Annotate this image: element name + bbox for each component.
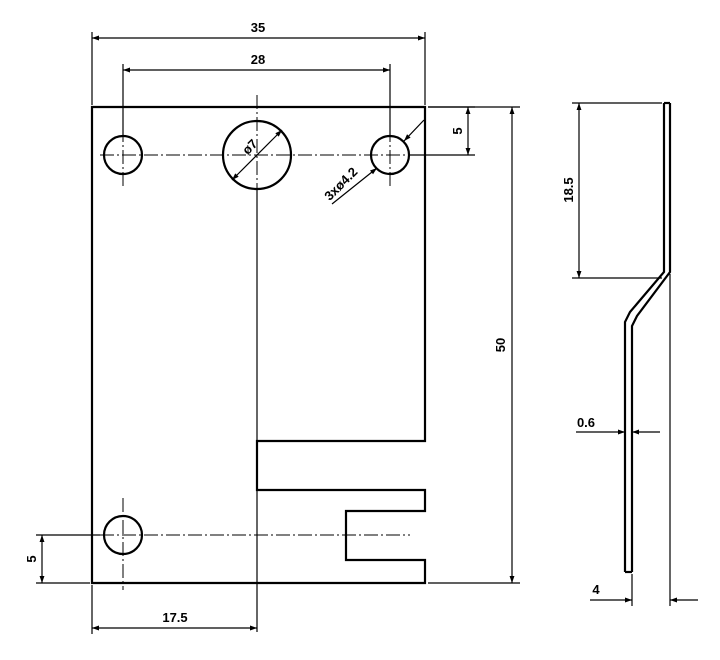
side-view: 18.5 0.6 4 bbox=[561, 101, 698, 606]
dim-text-thickness: 0.6 bbox=[577, 415, 595, 430]
dim-text-offset: 4 bbox=[592, 582, 600, 597]
front-view: 35 28 ø7 3xø4.2 5 50 5 17.5 bbox=[24, 20, 520, 634]
leader-small-holes-outer bbox=[403, 119, 425, 142]
dim-text-top-hole-offset: 5 bbox=[450, 127, 465, 134]
side-profile-outer bbox=[630, 103, 672, 572]
dim-text-hole-spacing: 28 bbox=[251, 52, 265, 67]
dim-text-flat-length: 18.5 bbox=[561, 177, 576, 202]
dim-text-overall-height: 50 bbox=[493, 338, 508, 352]
dim-text-bottom-hole-x: 17.5 bbox=[162, 610, 187, 625]
dim-text-bottom-hole-offset: 5 bbox=[24, 555, 39, 562]
side-profile-inner bbox=[623, 103, 666, 572]
dim-text-overall-width: 35 bbox=[251, 20, 265, 35]
dim-line-center-hole-dia bbox=[231, 129, 283, 181]
leader-small-holes bbox=[331, 167, 378, 205]
plate-outline bbox=[90, 105, 427, 585]
